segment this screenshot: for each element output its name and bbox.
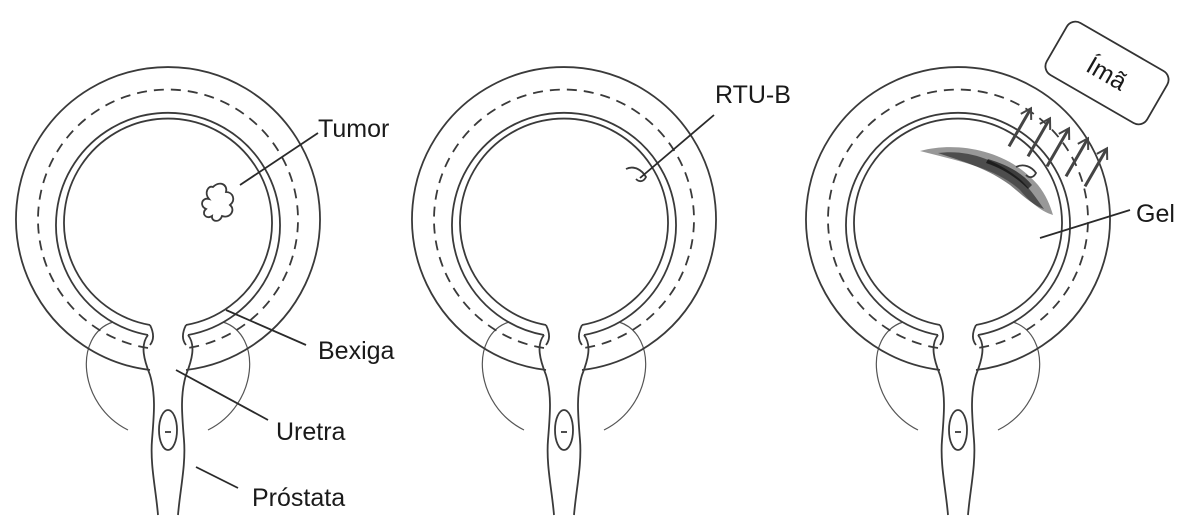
- label-tumor: Tumor: [318, 115, 389, 143]
- label-rtu: RTU-B: [715, 81, 791, 109]
- magnet-icon: Ímã: [1042, 18, 1172, 128]
- label-gel: Gel: [1136, 200, 1175, 228]
- panel-bladder-after-resection: [412, 67, 716, 515]
- label-prostata: Próstata: [252, 484, 345, 512]
- label-bexiga: Bexiga: [318, 337, 395, 365]
- tumor-shape: [202, 184, 233, 221]
- gel-deposit: [920, 147, 1053, 215]
- label-uretra: Uretra: [276, 418, 346, 446]
- panel-bladder-with-tumor: [16, 67, 320, 515]
